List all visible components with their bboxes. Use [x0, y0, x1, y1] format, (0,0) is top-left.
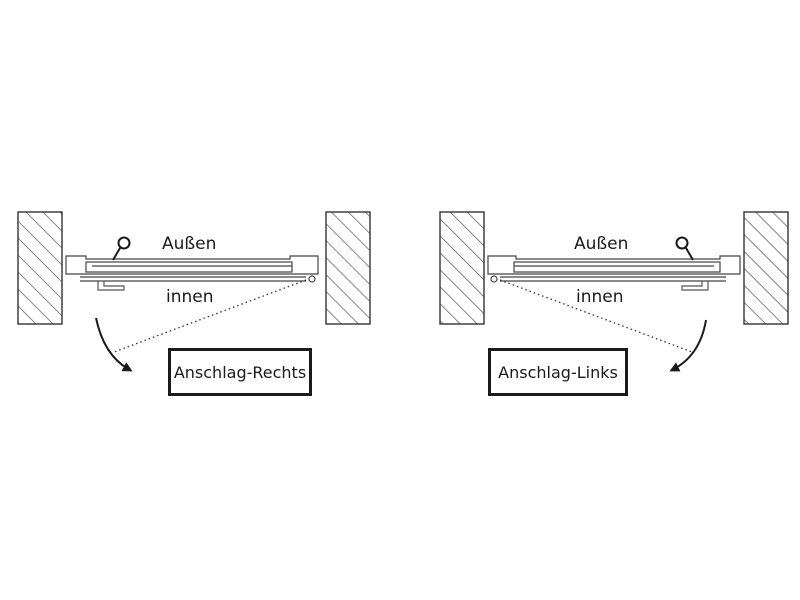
diagram-left-hinge — [439, 211, 789, 372]
door-handle-lever — [97, 281, 125, 291]
outside-label: Außen — [574, 234, 629, 254]
opening-direction-arrow — [95, 317, 133, 372]
door-frame — [65, 255, 319, 282]
hinge-side-label-box: Anschlag-Rechts — [168, 348, 312, 396]
door-knob — [112, 236, 131, 261]
outside-label: Außen — [162, 234, 217, 254]
door-frame — [487, 255, 741, 282]
inside-label: innen — [576, 287, 624, 307]
door-knob — [675, 236, 694, 261]
opening-direction-arrow — [669, 319, 707, 372]
hinge-pin — [490, 275, 498, 283]
door-handle-lever — [681, 281, 709, 291]
hinge-side-label-box: Anschlag-Links — [488, 348, 628, 396]
left-wall-hatched — [17, 211, 63, 325]
hinge-pin — [308, 275, 316, 283]
diagram-right-hinge — [17, 211, 371, 372]
right-wall-hatched — [325, 211, 371, 325]
right-wall-hatched — [743, 211, 789, 325]
inside-label: innen — [166, 287, 214, 307]
left-wall-hatched — [439, 211, 485, 325]
